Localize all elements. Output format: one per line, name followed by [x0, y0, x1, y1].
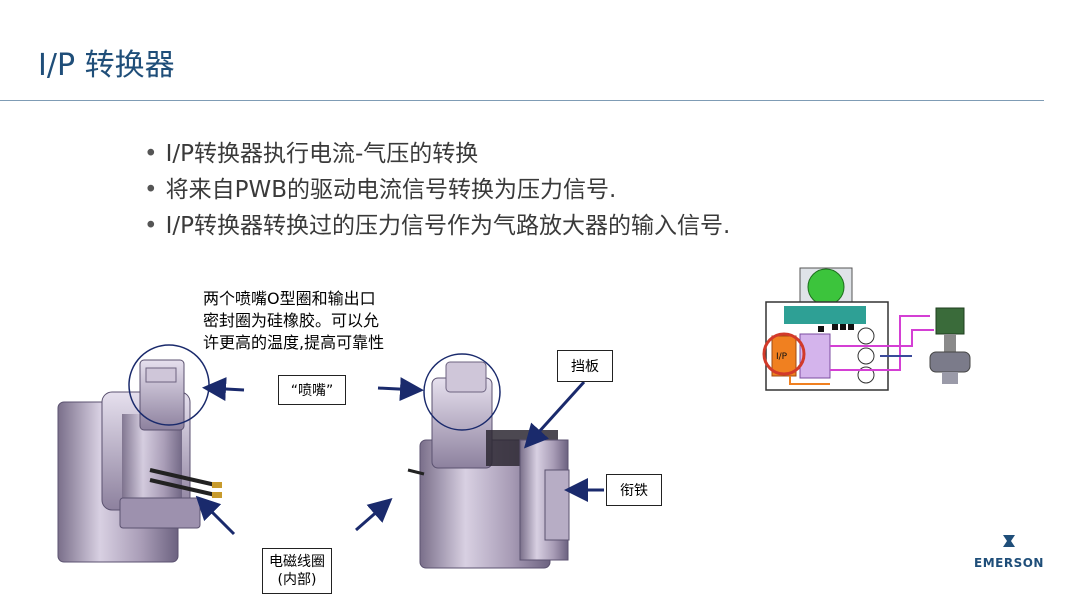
emerson-logo: EMERSON: [970, 534, 1048, 570]
ip-system-schematic: [762, 267, 971, 391]
flapper-label: 挡板: [557, 350, 613, 382]
bullet-item: I/P转换器转换过的压力信号作为气路放大器的输入信号.: [144, 208, 731, 244]
emerson-logo-icon: [1003, 535, 1015, 547]
logo-text: EMERSON: [974, 556, 1044, 570]
slide-title: I/P 转换器: [38, 48, 175, 83]
title-divider: [0, 100, 1044, 101]
note-line: 许更高的温度,提高可靠性: [203, 333, 385, 352]
oring-note: 两个喷嘴O型圈和输出口 密封圈为硅橡胶。可以允 许更高的温度,提高可靠性: [203, 288, 384, 354]
bullet-list: I/P转换器执行电流-气压的转换 将来自PWB的驱动电流信号转换为压力信号. I…: [144, 136, 731, 244]
ip-block-label: I/P: [776, 352, 788, 362]
armature-label: 衔铁: [606, 474, 662, 506]
note-line: 密封圈为硅橡胶。可以允: [203, 311, 380, 330]
coil-label-line: 电磁线圈: [269, 554, 325, 570]
bullet-item: 将来自PWB的驱动电流信号转换为压力信号.: [144, 172, 730, 208]
note-line: 两个喷嘴O型圈和输出口: [203, 289, 376, 308]
ip-converter-photo-left: [57, 344, 222, 563]
bullet-item: I/P转换器执行电流-气压的转换: [144, 136, 730, 172]
ip-converter-photo-right: [407, 353, 570, 569]
coil-label: 电磁线圈 (内部): [262, 548, 332, 594]
coil-label-line: (内部): [277, 572, 317, 588]
nozzle-highlight-circle: [423, 353, 501, 431]
nozzle-label: “喷嘴”: [278, 375, 346, 405]
callout-arrows: [195, 377, 604, 536]
